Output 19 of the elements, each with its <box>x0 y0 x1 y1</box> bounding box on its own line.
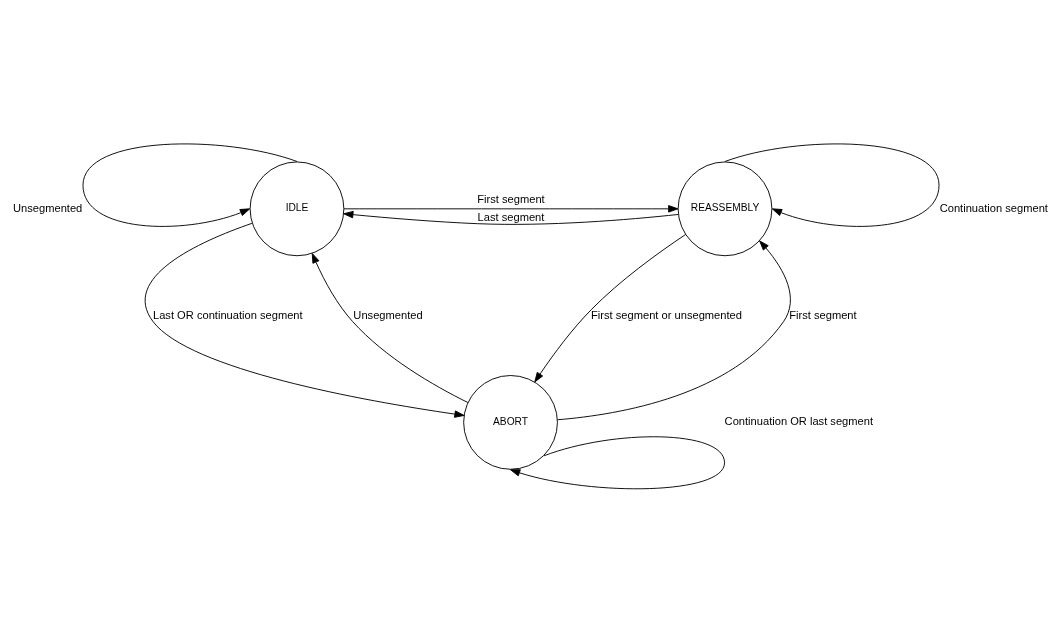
edge-label: First segment or unsegmented <box>591 307 742 320</box>
arrow <box>534 233 687 382</box>
edge-label: Continuation OR last segment <box>724 414 874 427</box>
arrow <box>510 435 725 489</box>
edge-label: First segment <box>789 307 857 320</box>
node-circle: ABORT <box>463 374 558 470</box>
edge-label: Unsegmented <box>13 201 83 214</box>
node-circle: REASSEMBLY <box>677 161 773 256</box>
arrow <box>343 204 679 213</box>
arrow <box>144 222 465 418</box>
node-circle: IDLE <box>249 161 345 256</box>
edge-label: Unsegmented <box>353 307 423 320</box>
arrow <box>311 252 469 403</box>
edge-label: First segment <box>477 192 545 205</box>
arrow <box>557 239 791 420</box>
edge-label: Last OR continuation segment <box>152 307 303 320</box>
arrow <box>343 210 679 225</box>
edge-label: Continuation segment <box>939 201 1048 214</box>
edge-label: Last segment <box>477 210 545 223</box>
